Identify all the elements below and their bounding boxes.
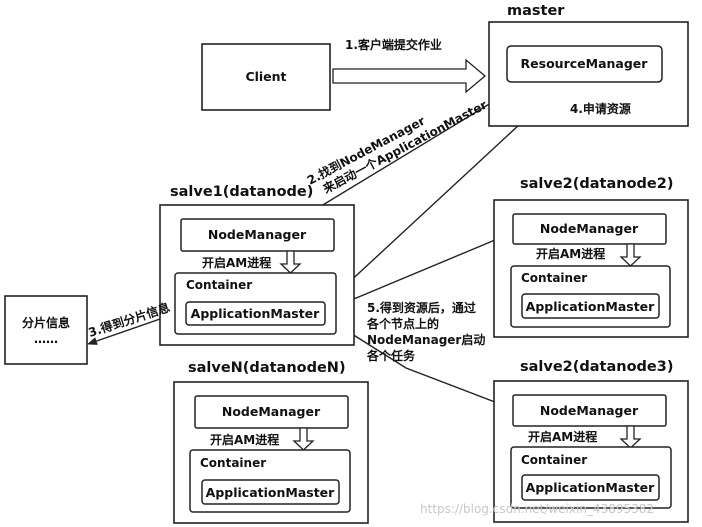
- slaveN-start-am-arrow: [292, 427, 315, 451]
- slave1-start-am-label: 开启AM进程: [202, 255, 271, 270]
- slave3-node-manager[interactable]: NodeManager: [512, 394, 667, 427]
- slave2-title: salve2(datanode2): [520, 176, 673, 192]
- step5-label: 5.得到资源后，通过 各个节点上的 NodeManager启动 各个任务: [366, 300, 485, 363]
- svg-text:ApplicationMaster: ApplicationMaster: [526, 480, 655, 495]
- slave2-start-am-arrow: [619, 243, 642, 267]
- svg-text:ApplicationMaster: ApplicationMaster: [191, 306, 320, 321]
- slave3-start-am-arrow: [619, 425, 642, 449]
- slave3-title: salve2(datanode3): [520, 359, 673, 375]
- svg-text:Container: Container: [186, 278, 252, 292]
- svg-text:Client: Client: [245, 69, 286, 84]
- arrow-rm-to-nodemanager: [302, 82, 525, 218]
- svg-text:Container: Container: [521, 453, 587, 467]
- svg-text:NodeManager启动: NodeManager启动: [367, 332, 485, 347]
- client-box[interactable]: Client: [201, 43, 331, 111]
- slave1-app-master[interactable]: ApplicationMaster: [185, 301, 326, 326]
- svg-text:分片信息: 分片信息: [22, 315, 70, 330]
- svg-text:NodeManager: NodeManager: [540, 221, 639, 236]
- svg-text:NodeManager: NodeManager: [540, 403, 639, 418]
- slave2-start-am-label: 开启AM进程: [536, 246, 605, 261]
- slaveN-app-master[interactable]: ApplicationMaster: [201, 479, 340, 505]
- step1-label: 1.客户端提交作业: [345, 37, 442, 52]
- svg-text:NodeManager: NodeManager: [208, 227, 307, 242]
- step4-label: 4.申请资源: [570, 101, 631, 116]
- slave1-title: salve1(datanode): [170, 184, 313, 200]
- svg-text:NodeManager: NodeManager: [222, 404, 321, 419]
- slave2-app-master[interactable]: ApplicationMaster: [521, 293, 660, 319]
- svg-text:ResourceManager: ResourceManager: [521, 56, 649, 71]
- slave2-node-manager[interactable]: NodeManager: [512, 213, 667, 245]
- arrow-am-to-slave2: [324, 234, 508, 312]
- svg-text:ApplicationMaster: ApplicationMaster: [526, 299, 655, 314]
- split-info-box[interactable]: 分片信息 ……: [4, 295, 88, 365]
- svg-text:Container: Container: [200, 456, 266, 470]
- slave3-app-master[interactable]: ApplicationMaster: [521, 474, 660, 501]
- svg-text:ApplicationMaster: ApplicationMaster: [206, 485, 335, 500]
- svg-text:……: ……: [34, 332, 58, 346]
- resource-manager-box[interactable]: ResourceManager: [506, 45, 663, 83]
- svg-text:5.得到资源后，通过: 5.得到资源后，通过: [367, 300, 476, 315]
- svg-text:来启动一个ApplicationMaster: 来启动一个ApplicationMaster: [319, 97, 489, 197]
- svg-text:各个节点上的: 各个节点上的: [366, 316, 439, 331]
- slaveN-start-am-label: 开启AM进程: [210, 432, 279, 447]
- slaveN-title: salveN(datanodeN): [188, 360, 346, 376]
- master-title: master: [507, 3, 565, 19]
- step2-label: 2.找到NodeManager 来启动一个ApplicationMaster: [304, 97, 489, 197]
- arrow-client-to-master: [332, 58, 487, 94]
- slave3-start-am-label: 开启AM进程: [528, 429, 597, 444]
- slaveN-node-manager[interactable]: NodeManager: [194, 395, 349, 429]
- watermark: https://blog.csdn.net/weixin_43895382: [420, 502, 654, 516]
- slave1-start-am-arrow: [279, 250, 302, 274]
- slave1-node-manager[interactable]: NodeManager: [180, 218, 335, 252]
- svg-text:各个任务: 各个任务: [366, 348, 416, 363]
- svg-text:Container: Container: [521, 271, 587, 285]
